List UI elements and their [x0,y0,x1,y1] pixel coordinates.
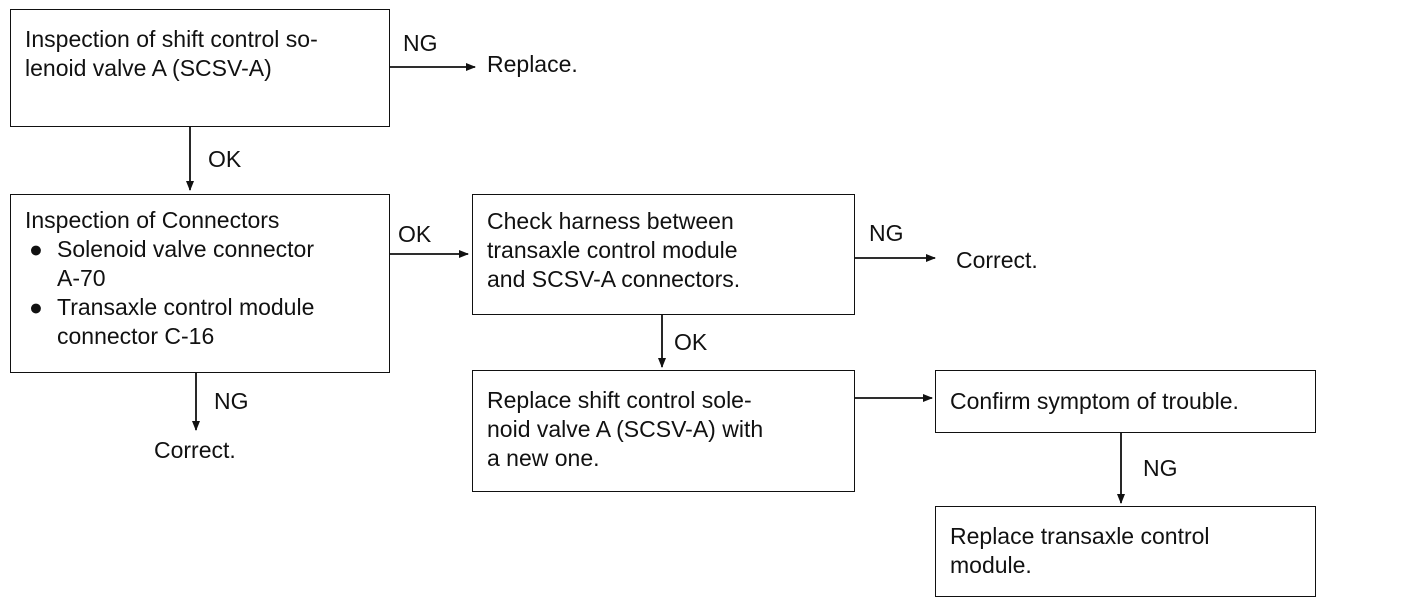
bullet-icon: ● [29,294,43,320]
label-ng: NG [214,388,249,414]
box-line: and SCSV-A connectors. [487,266,741,292]
box-line: noid valve A (SCSV-A) with [487,416,764,442]
box-line: A-70 [57,265,106,291]
box-line: Solenoid valve connector [57,236,314,262]
box-replace-scsv: Replace shift control sole- noid valve A… [472,370,855,492]
label-replace: Replace. [487,51,578,77]
box-confirm-symptom: Confirm symptom of trouble. [935,370,1316,433]
label-correct: Correct. [154,437,236,463]
box-line: a new one. [487,445,600,471]
box-line: transaxle control module [487,237,738,263]
box-line: lenoid valve A (SCSV-A) [25,55,272,81]
box-inspect-connectors: Inspection of Connectors ● Solenoid valv… [10,194,390,373]
box-line: Replace shift control sole- [487,387,752,413]
box-replace-tcm: Replace transaxle control module. [935,506,1316,597]
label-ok: OK [208,146,242,172]
label-ng: NG [869,220,904,246]
bullet-icon: ● [29,236,43,262]
label-correct: Correct. [956,247,1038,273]
box-line: Transaxle control module [57,294,315,320]
label-ok: OK [674,329,708,355]
box-inspect-scsv: Inspection of shift control so- lenoid v… [10,9,390,127]
box-line: Check harness between [487,208,734,234]
list-item: ● Solenoid valve connector A-70 [25,235,375,293]
box-line: connector C-16 [57,323,215,349]
box-line: Replace transaxle control [950,523,1210,549]
box-title: Inspection of Connectors [25,207,280,233]
label-ok: OK [398,221,432,247]
label-ng: NG [1143,455,1178,481]
connector-list: ● Solenoid valve connector A-70 ● Transa… [25,235,375,351]
list-item: ● Transaxle control module connector C-1… [25,293,375,351]
box-line: Confirm symptom of trouble. [950,388,1239,414]
box-line: Inspection of shift control so- [25,26,318,52]
box-line: module. [950,552,1032,578]
box-check-harness: Check harness between transaxle control … [472,194,855,315]
label-ng: NG [403,30,438,56]
